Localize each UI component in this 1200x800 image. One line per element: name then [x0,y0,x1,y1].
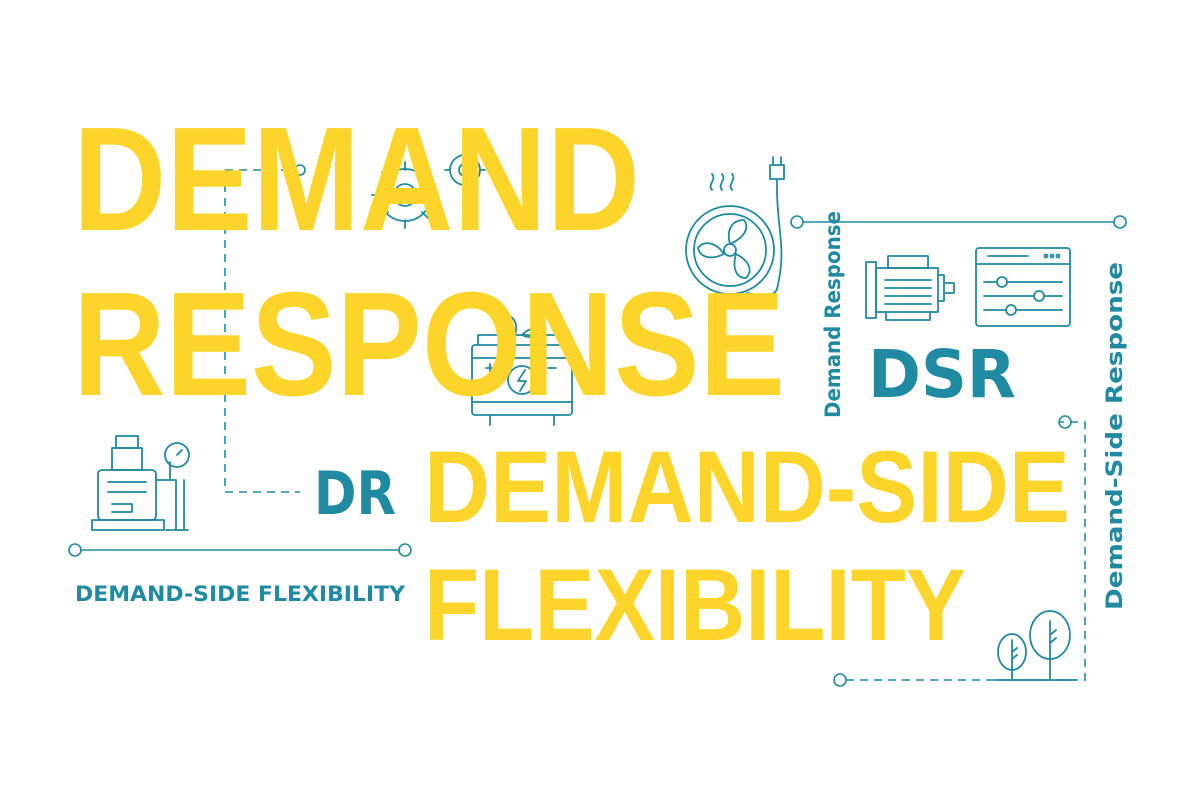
gears-icon [371,149,486,229]
connector-lines [68,164,1127,687]
label-demand-response-vertical: Demand Response [821,211,845,418]
headline-demand-side: DEMAND-SIDE [424,430,1070,544]
battery-icon [471,316,573,426]
acronym-dr: DR [314,459,396,529]
label-demand-side-response-vertical: Demand-Side Response [1103,262,1128,610]
pump-icon [91,435,190,531]
fan-icon [685,173,775,295]
headline-flexibility: FLEXIBILITY [424,548,966,662]
headline-response: RESPONSE [73,262,785,427]
label-demand-side-flexibility: DEMAND-SIDE FLEXIBILITY [75,582,406,606]
motor-icon [865,255,955,321]
headline-demand: DEMAND [73,97,640,262]
trees-icon [994,610,1076,681]
acronym-dsr: DSR [868,336,1016,413]
plug-icon [746,156,785,297]
control-panel-icon [975,247,1071,327]
